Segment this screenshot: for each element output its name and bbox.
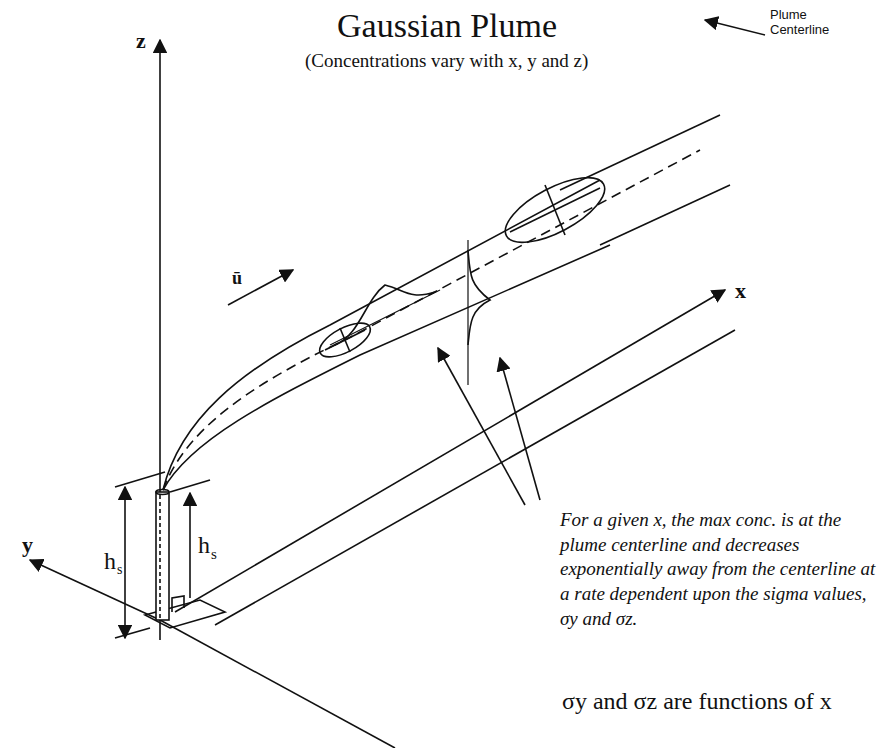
plume-centerline [163,150,700,490]
h-tick [115,628,150,638]
stack-hatch [159,495,161,618]
cross-section-axis [545,185,565,235]
gaussian-y [335,285,435,345]
sigma-note: σy and σz are functions of x [562,688,832,716]
gaussian-z [468,250,490,345]
height-subscript: s [211,546,217,563]
cross-section [315,316,376,363]
centerline-label: Plume Centerline [770,8,850,38]
diagram-title: Gaussian Plume [337,6,557,45]
stack [156,492,169,620]
plume-edge [600,185,730,245]
y-axis [30,560,160,620]
ground-line [160,620,395,748]
leader-line [500,358,540,500]
hs-dimension [189,493,191,598]
cross-section-axis [340,328,350,352]
building [172,596,184,612]
stack-top [156,490,169,495]
leader-line [438,348,525,505]
subtitle: (Concentrations vary with x, y and z) [305,50,588,72]
height-label: h [198,532,210,560]
height-subscript: s [117,562,122,578]
axis-label: y [22,532,33,557]
height-label: h [104,548,116,576]
plume-edge [163,180,600,490]
axis-label: z [136,28,146,53]
h-dimension [124,487,126,638]
plume-edge [163,245,610,490]
wind-label: ū [232,268,242,289]
leader-line [705,20,765,35]
h-tick [115,472,165,487]
ground-line [215,330,735,625]
hs-tick [170,480,210,492]
cross-section [496,165,614,255]
note-text: For a given x, the max conc. is at the p… [560,508,880,631]
plume-edge [560,115,720,190]
axis-label: x [735,278,746,303]
